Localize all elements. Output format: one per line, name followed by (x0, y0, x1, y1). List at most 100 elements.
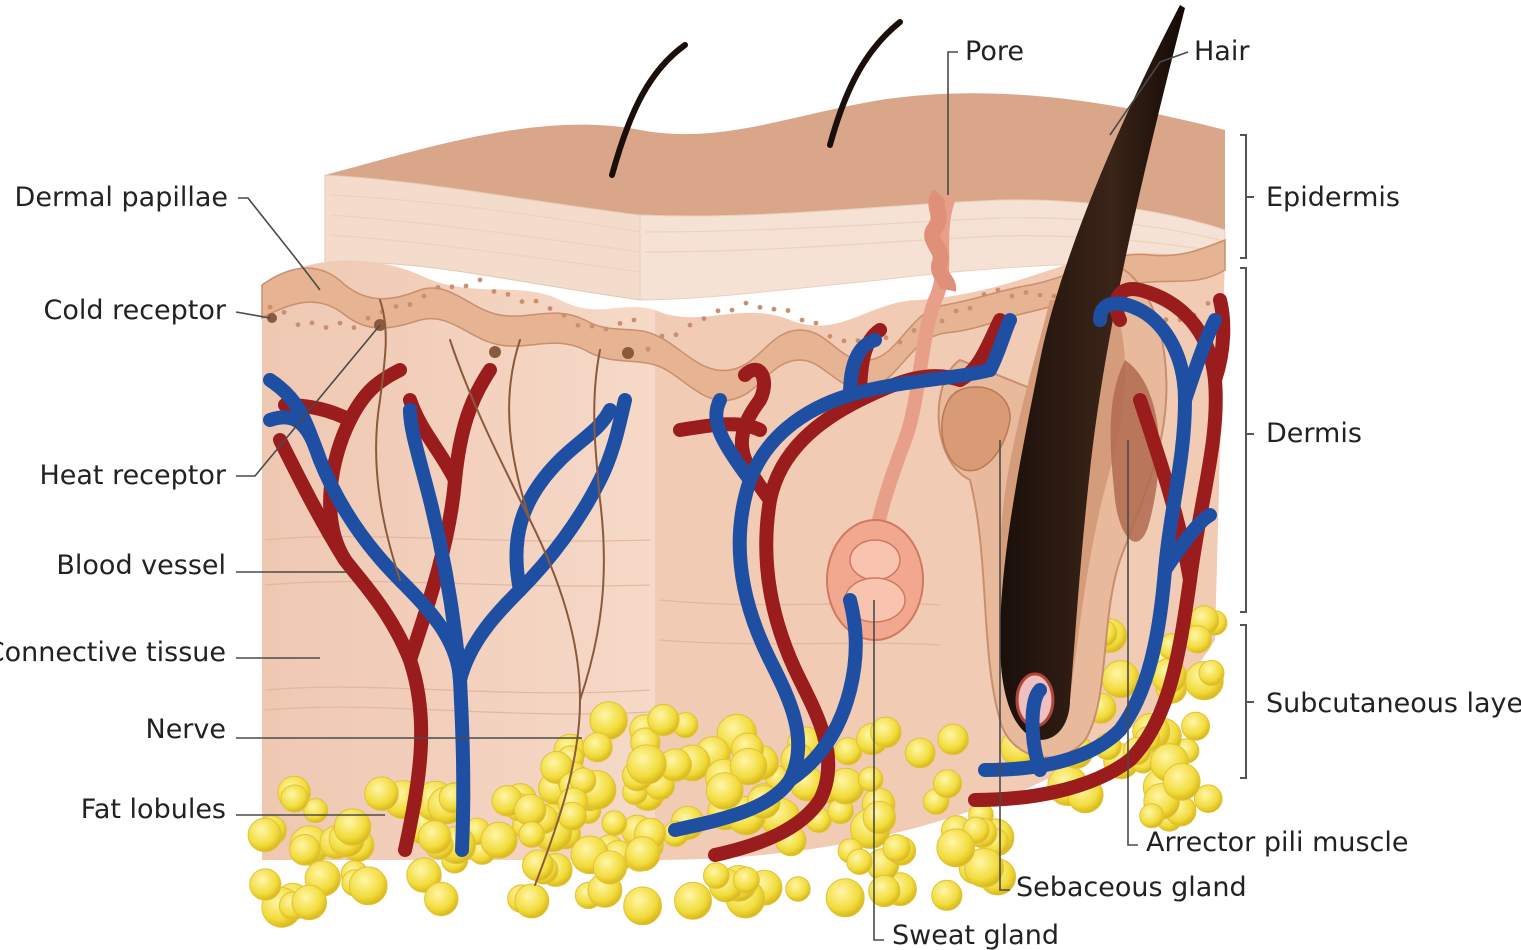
fat-lobule (250, 869, 281, 900)
papilla-cell (730, 308, 735, 313)
papilla-cell (520, 299, 525, 304)
papilla-cell (464, 284, 469, 289)
papilla-cell (548, 306, 553, 311)
papilla-cell (758, 305, 763, 310)
fat-lobule (734, 867, 760, 893)
fat-lobule (883, 835, 910, 862)
papilla-cell (982, 292, 987, 297)
fat-lobule (938, 724, 968, 754)
papilla-cell (324, 325, 329, 330)
fat-lobule (626, 837, 660, 871)
papilla-cell (590, 324, 595, 329)
fat-lobule (519, 822, 545, 848)
label-dermal-papillae: Dermal papillae (15, 182, 228, 213)
papilla-cell (968, 306, 973, 311)
fat-lobule (334, 809, 371, 846)
papilla-cell (898, 340, 903, 345)
fat-lobule (675, 882, 712, 919)
label-sweat-gland: Sweat gland (892, 920, 1059, 950)
fat-lobule (248, 818, 281, 851)
papilla-cell (282, 310, 287, 315)
papilla-cell (408, 302, 413, 307)
layer-brackets (1240, 135, 1254, 778)
papilla-cell (744, 301, 749, 306)
papilla-cell (842, 339, 847, 344)
sweat-gland-lobe (850, 540, 900, 580)
papilla-cell (338, 321, 343, 326)
papilla-cell (296, 322, 301, 327)
fat-lobule (290, 835, 321, 866)
papilla-cell (940, 319, 945, 324)
label-connective-tissue: Connective tissue (0, 637, 226, 668)
label-subcutaneous-layer: Subcutaneous layer (1266, 688, 1521, 719)
papilla-cell (1010, 294, 1015, 299)
fat-lobule (786, 877, 810, 901)
label-dermis: Dermis (1266, 418, 1362, 449)
papilla-cell (492, 289, 497, 294)
label-epidermis: Epidermis (1266, 182, 1400, 213)
papilla-cell (912, 328, 917, 333)
receptor-marker (489, 346, 501, 358)
bracket-dermis (1240, 268, 1246, 612)
fat-lobule (905, 738, 935, 768)
papilla-cell (1206, 301, 1211, 306)
label-cold-receptor: Cold receptor (43, 295, 226, 326)
papilla-cell (310, 321, 315, 326)
fat-lobule (281, 785, 308, 812)
papilla-cell (534, 299, 539, 304)
label-hair: Hair (1194, 36, 1250, 67)
bracket-epidermis (1240, 135, 1246, 258)
papilla-cell (884, 335, 889, 340)
fat-lobule (349, 867, 387, 905)
papilla-cell (1038, 293, 1043, 298)
label-arrector-pili-muscle: Arrector pili muscle (1146, 827, 1409, 858)
fat-lobule (932, 880, 962, 910)
fat-lobule (418, 821, 451, 854)
fat-lobule (1199, 660, 1224, 685)
papilla-cell (814, 321, 819, 326)
label-nerve: Nerve (146, 714, 227, 745)
papilla-cell (660, 334, 665, 339)
label-heat-receptor: Heat receptor (39, 460, 226, 491)
papilla-cell (954, 309, 959, 314)
fat-lobule (648, 704, 679, 735)
fat-lobule (627, 745, 666, 784)
papilla-cell (716, 308, 721, 313)
fat-lobule (706, 773, 743, 810)
papilla-cell (478, 278, 483, 283)
papilla-cell (828, 334, 833, 339)
fat-lobule (863, 801, 895, 833)
papilla-cell (618, 321, 623, 326)
papilla-cell (688, 323, 693, 328)
fat-lobule (1163, 763, 1200, 800)
papilla-cell (1024, 290, 1029, 295)
fat-lobule (425, 882, 458, 915)
receptor-marker (622, 347, 634, 359)
papilla-cell (604, 327, 609, 332)
papilla-cell (450, 284, 455, 289)
label-pore: Pore (965, 36, 1024, 67)
papilla-cell (702, 316, 707, 321)
papilla-cell (268, 305, 273, 310)
fat-lobule (704, 863, 730, 889)
papilla-cell (562, 313, 567, 318)
papilla-cell (646, 347, 651, 352)
fat-lobule (583, 733, 612, 762)
fat-lobule (481, 822, 517, 858)
label-fat-lobules: Fat lobules (81, 794, 226, 825)
fat-lobule (602, 811, 626, 835)
fat-lobule (515, 884, 549, 918)
papilla-cell (436, 285, 441, 290)
fat-lobule (847, 849, 872, 874)
papilla-cell (786, 308, 791, 313)
papilla-cell (352, 325, 357, 330)
papilla-cell (422, 294, 427, 299)
fat-lobule (871, 717, 901, 747)
papilla-cell (632, 318, 637, 323)
fat-lobule (1140, 804, 1164, 828)
fat-lobule (859, 767, 883, 791)
fat-lobule (934, 770, 962, 798)
fat-lobule (826, 879, 864, 917)
label-sebaceous-gland: Sebaceous gland (1016, 872, 1247, 903)
